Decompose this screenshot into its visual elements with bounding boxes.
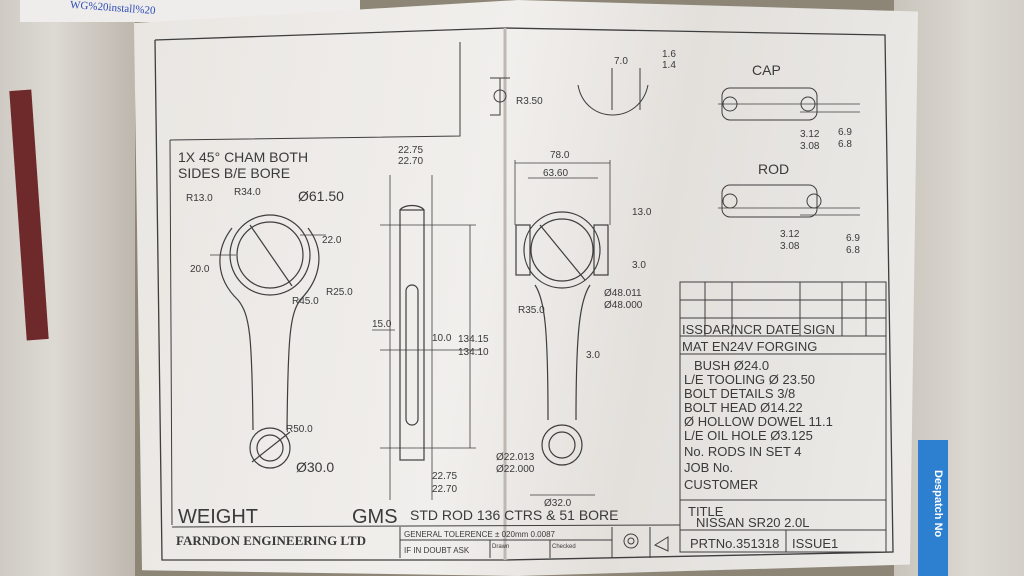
side-view-rod bbox=[372, 175, 480, 500]
weight-label: WEIGHT bbox=[178, 506, 258, 528]
rod-summary: STD ROD 136 CTRS & 51 BORE bbox=[410, 507, 619, 523]
footer-grid bbox=[171, 524, 681, 558]
dim-r350: R3.50 bbox=[516, 96, 543, 107]
spec-row: BUSH Ø24.0 bbox=[694, 358, 769, 373]
dim-top-w1: 22.75 bbox=[398, 145, 423, 156]
despatch-note-edge bbox=[918, 440, 948, 576]
rear-view-rod bbox=[514, 160, 611, 496]
dim-6360: 63.60 bbox=[543, 168, 568, 179]
dim-r25: R25.0 bbox=[326, 287, 353, 298]
spec-row: CUSTOMER bbox=[684, 477, 758, 492]
title-block-grid bbox=[679, 281, 887, 553]
rod-69: 6.9 bbox=[846, 233, 860, 244]
spec-rows: BUSH Ø24.0 L/E TOOLING Ø 23.50 BOLT DETA… bbox=[684, 358, 833, 492]
spec-row: No. RODS IN SET 4 bbox=[684, 444, 802, 459]
dim-7: 7.0 bbox=[614, 56, 628, 67]
dim-20: 20.0 bbox=[190, 264, 210, 275]
dim-r34: R34.0 bbox=[234, 187, 261, 198]
front-view-rod bbox=[210, 214, 326, 469]
company-name: FARNDON ENGINEERING LTD bbox=[176, 533, 366, 548]
spec-row: JOB No. bbox=[684, 460, 733, 475]
dim-3b: 3.0 bbox=[586, 350, 600, 361]
issue-row: ISSDAR/NCR DATE SIGN bbox=[682, 322, 835, 337]
gms-label: GMS bbox=[352, 506, 398, 528]
dim-14: 1.4 bbox=[662, 60, 676, 71]
dim-32: Ø32.0 bbox=[544, 498, 572, 509]
dim-r35: R35.0 bbox=[518, 305, 545, 316]
dim-pin1: Ø22.013 bbox=[496, 452, 535, 463]
cap-308: 3.08 bbox=[800, 141, 820, 152]
chamfer-note-line1: 1X 45° CHAM BOTH bbox=[178, 149, 308, 165]
rod-312: 3.12 bbox=[780, 229, 800, 240]
cap-312: 3.12 bbox=[800, 129, 820, 140]
chamfer-note-line2: SIDES B/E BORE bbox=[178, 165, 290, 181]
dim-10: 10.0 bbox=[432, 333, 452, 344]
dim-bore2: Ø48.000 bbox=[604, 300, 643, 311]
material-row: MAT EN24V FORGING bbox=[682, 339, 817, 354]
part-number: PRTNo.351318 bbox=[690, 536, 779, 551]
spec-row: BOLT HEAD Ø14.22 bbox=[684, 400, 803, 415]
dim-15: 15.0 bbox=[372, 319, 392, 330]
dim-r13: R13.0 bbox=[186, 193, 213, 204]
cap-69: 6.9 bbox=[838, 127, 852, 138]
spec-row: BOLT DETAILS 3/8 bbox=[684, 386, 795, 401]
spec-row: L/E TOOLING Ø 23.50 bbox=[684, 372, 815, 387]
dim-bore: Ø61.50 bbox=[298, 188, 344, 204]
dim-len2: 134.10 bbox=[458, 347, 489, 358]
spec-row: Ø HOLLOW DOWEL 11.1 bbox=[684, 414, 833, 429]
dim-bot-w2: 22.70 bbox=[432, 484, 457, 495]
cap-68: 6.8 bbox=[838, 139, 852, 150]
general-tolerance: GENERAL TOLERENCE ± 020mm 0.0087 bbox=[404, 530, 556, 539]
dim-22: 22.0 bbox=[322, 235, 342, 246]
rod-label: ROD bbox=[758, 161, 789, 177]
despatch-note-label: Despatch No bbox=[932, 470, 944, 538]
dim-top-w2: 22.70 bbox=[398, 156, 423, 167]
dim-78: 78.0 bbox=[550, 150, 570, 161]
dim-bot-w1: 22.75 bbox=[432, 471, 457, 482]
dim-13: 13.0 bbox=[632, 207, 652, 218]
dim-16: 1.6 bbox=[662, 49, 676, 60]
drawing-title: NISSAN SR20 2.0L bbox=[696, 515, 809, 530]
dim-r45: R45.0 bbox=[292, 296, 319, 307]
spec-row: L/E OIL HOLE Ø3.125 bbox=[684, 428, 813, 443]
rod-68: 6.8 bbox=[846, 245, 860, 256]
dim-small-end: Ø30.0 bbox=[296, 459, 334, 475]
rod-308: 3.08 bbox=[780, 241, 800, 252]
dim-pin2: Ø22.000 bbox=[496, 464, 535, 475]
dim-len1: 134.15 bbox=[458, 334, 489, 345]
dim-3a: 3.0 bbox=[632, 260, 646, 271]
detail-sketches bbox=[490, 68, 860, 218]
sheet-borders bbox=[154, 27, 894, 561]
doubt-note: IF IN DOUBT ASK bbox=[404, 546, 470, 555]
issue-number: ISSUE1 bbox=[792, 536, 838, 551]
title-label: TITLE bbox=[688, 504, 724, 519]
cap-label: CAP bbox=[752, 62, 781, 78]
drawn-label: Drawn bbox=[492, 544, 509, 550]
dim-r50: R50.0 bbox=[286, 424, 313, 435]
checked-label: Checked bbox=[552, 544, 576, 550]
dim-bore1: Ø48.011 bbox=[604, 288, 642, 299]
